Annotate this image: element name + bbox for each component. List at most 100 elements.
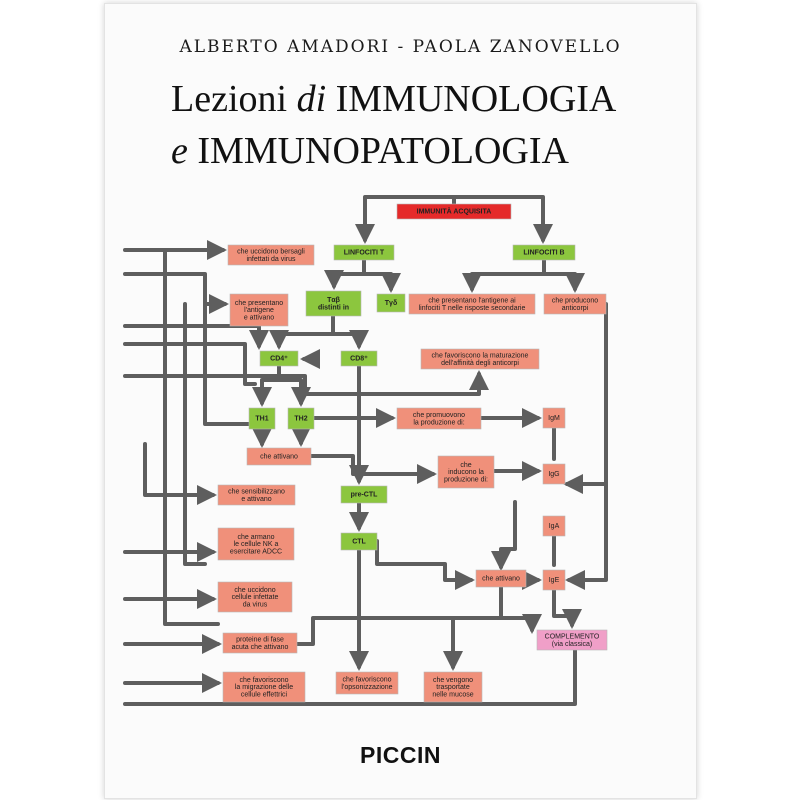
connector-11 <box>331 314 369 350</box>
node-arm-label-0: che armano <box>238 534 275 541</box>
node-lt-box <box>333 244 395 261</box>
title-e: e <box>171 130 188 172</box>
node-lt-label-0: LINFOCITI T <box>344 250 385 257</box>
node-comp: COMPLEMENTO(via classica) <box>536 629 608 651</box>
node-lb: LINFOCITI B <box>512 244 576 261</box>
diagram-nodes: IMMUNITÀ ACQUISITA LINFOCITI T LINFOCITI B… <box>217 203 608 703</box>
node-ctl-label-0: CTL <box>352 539 366 546</box>
node-lb-box <box>512 244 576 261</box>
node-pres1-box <box>229 293 289 327</box>
node-ucc2-label-1: cellule infettate <box>232 594 279 601</box>
node-ctl: CTL <box>340 532 378 551</box>
node-th2-label-0: TH2 <box>294 416 307 423</box>
node-ucc2-label-2: da virus <box>243 601 268 608</box>
node-favmat-label-1: dell'affinità degli anticorpi <box>441 360 519 367</box>
node-att2: che attivano <box>475 569 527 588</box>
node-ige: IgE <box>542 569 566 591</box>
node-cd8: CD8⁺ <box>340 350 378 367</box>
title-lezioni: Lezioni <box>171 78 297 120</box>
node-trasp-label-0: che vengono <box>433 677 473 684</box>
node-tgd: Tγδ <box>376 293 406 313</box>
node-att1-box <box>246 447 312 466</box>
node-cd4-label-0: CD4⁺ <box>270 356 288 363</box>
node-att1: che attivano <box>246 447 312 466</box>
node-cd4-box <box>259 350 299 367</box>
node-att2-box <box>475 569 527 588</box>
node-prectl: pre-CTL <box>340 485 388 504</box>
node-migr-label-0: che favoriscono <box>239 677 288 684</box>
node-cd8-label-0: CD8⁺ <box>350 356 368 363</box>
node-comp-label-1: (via classica) <box>552 641 592 648</box>
node-prom-label-1: la produzione di: <box>413 419 464 426</box>
connector-18 <box>123 370 489 396</box>
node-th1-label-0: TH1 <box>255 416 268 423</box>
node-tab-box <box>305 290 362 317</box>
connector-2 <box>452 195 553 244</box>
node-opso-label-1: l'opsonizzazione <box>341 684 392 691</box>
node-prod-box <box>543 293 607 315</box>
node-prod-label-0: che producono <box>552 298 598 305</box>
diagram-connectors <box>123 195 608 706</box>
node-favmat: che favoriscono la maturazionedell'affin… <box>420 348 540 370</box>
connector-32 <box>375 539 475 590</box>
node-indu-label-2: produzione di: <box>444 476 488 483</box>
node-comp-box <box>536 629 608 651</box>
node-igm-box <box>542 407 566 429</box>
connector-24 <box>309 454 437 484</box>
author-names: ALBERTO AMADORI - PAOLA ZANOVELLO <box>179 37 622 57</box>
connector-14 <box>277 364 311 407</box>
node-ucc2-label-0: che uccidono <box>234 587 275 594</box>
node-favmat-label-0: che favoriscono la maturazione <box>432 353 529 360</box>
node-indu-box <box>437 455 495 489</box>
node-cd8-box <box>340 350 378 367</box>
node-comp-label-0: COMPLEMENTO <box>545 634 600 641</box>
node-tgd-box <box>376 293 406 313</box>
immunity-flow-diagram: IMMUNITÀ ACQUISITA LINFOCITI T LINFOCITI B… <box>123 195 608 706</box>
node-uc1-box <box>227 244 315 266</box>
node-imm-box <box>396 203 512 220</box>
connector-45 <box>183 302 207 566</box>
node-imm-label-0: IMMUNITÀ ACQUISITA <box>417 207 492 216</box>
connector-46 <box>163 248 220 626</box>
node-trasp-label-1: trasportate <box>436 684 470 691</box>
node-pres1-label-2: e attivano <box>244 314 274 321</box>
node-cd4: CD4⁺ <box>259 350 299 367</box>
publisher-logo: PICCIN <box>360 742 441 768</box>
node-igg: IgG <box>542 463 566 485</box>
node-sens-label-1: e attivano <box>241 496 271 503</box>
node-ige-label-0: IgE <box>549 577 560 584</box>
connector-23 <box>203 302 267 426</box>
connector-40 <box>295 614 542 646</box>
node-ige-box <box>542 569 566 591</box>
title-immunopatologia: IMMUNOPATOLOGIA <box>187 130 569 172</box>
node-imm: IMMUNITÀ ACQUISITA <box>396 203 512 220</box>
title-di: di <box>296 78 327 120</box>
node-favmat-box <box>420 348 540 370</box>
node-uc1-label-0: che uccidono bersagli <box>237 249 305 256</box>
node-trasp-label-2: nelle mucose <box>432 691 473 698</box>
node-pres1-label-0: che presentano <box>235 300 283 307</box>
connector-30 <box>563 302 608 494</box>
title-line-1: Lezioni di IMMUNOLOGIA <box>171 80 616 118</box>
node-uc1-label-1: infettati da virus <box>246 256 296 263</box>
node-indu-label-0: che <box>460 462 471 469</box>
node-indu-label-1: inducono la <box>448 469 484 476</box>
node-th2: TH2 <box>287 407 315 430</box>
node-pres2-box <box>408 293 536 315</box>
node-igg-box <box>542 463 566 485</box>
connector-43 <box>123 648 577 706</box>
node-sens-box <box>217 484 296 506</box>
node-igm: IgM <box>542 407 566 429</box>
node-th1: TH1 <box>248 407 276 430</box>
title-immunologia: IMMUNOLOGIA <box>326 78 617 120</box>
node-tgd-label-0: Tγδ <box>385 300 397 307</box>
node-ctl-box <box>340 532 378 551</box>
node-arm-label-1: le cellule NK a <box>234 541 279 548</box>
